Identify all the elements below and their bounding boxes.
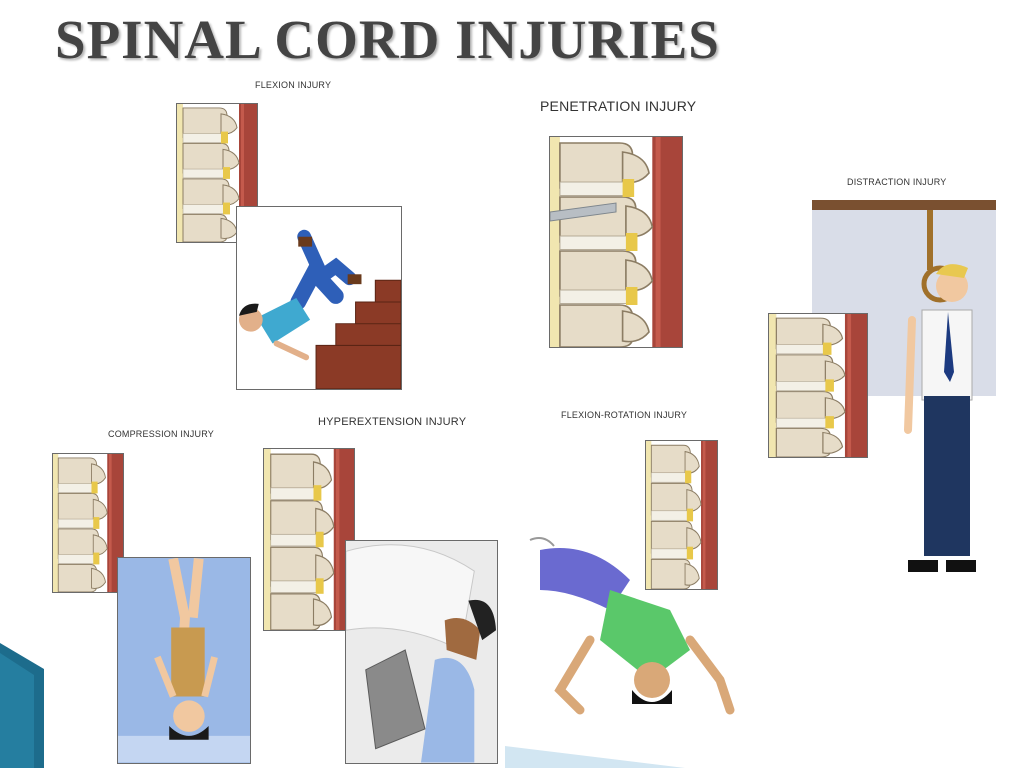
flexion-rotation-figure-illustration [520,530,750,730]
compression-dive-illustration [117,557,251,764]
slide-title: SPINAL CORD INJURIES [55,8,720,71]
flexion-injury-label: FLEXION INJURY [255,80,331,90]
hyperextension-car-illustration [345,540,498,764]
corner-accent-shape [0,643,44,768]
penetration-spine-image [549,136,683,348]
flexion-rotation-injury-label: FLEXION-ROTATION INJURY [561,410,687,420]
bottom-decorative-wash [505,746,685,768]
compression-injury-label: COMPRESSION INJURY [108,429,214,439]
penetration-injury-label: PENETRATION INJURY [540,98,696,114]
distraction-spine-image [768,313,868,458]
flexion-fall-illustration [236,206,402,390]
hyperextension-injury-label: HYPEREXTENSION INJURY [318,416,466,428]
hyperextension-spine-image [263,448,355,631]
distraction-injury-label: DISTRACTION INJURY [847,177,946,187]
compression-spine-image [52,453,124,593]
